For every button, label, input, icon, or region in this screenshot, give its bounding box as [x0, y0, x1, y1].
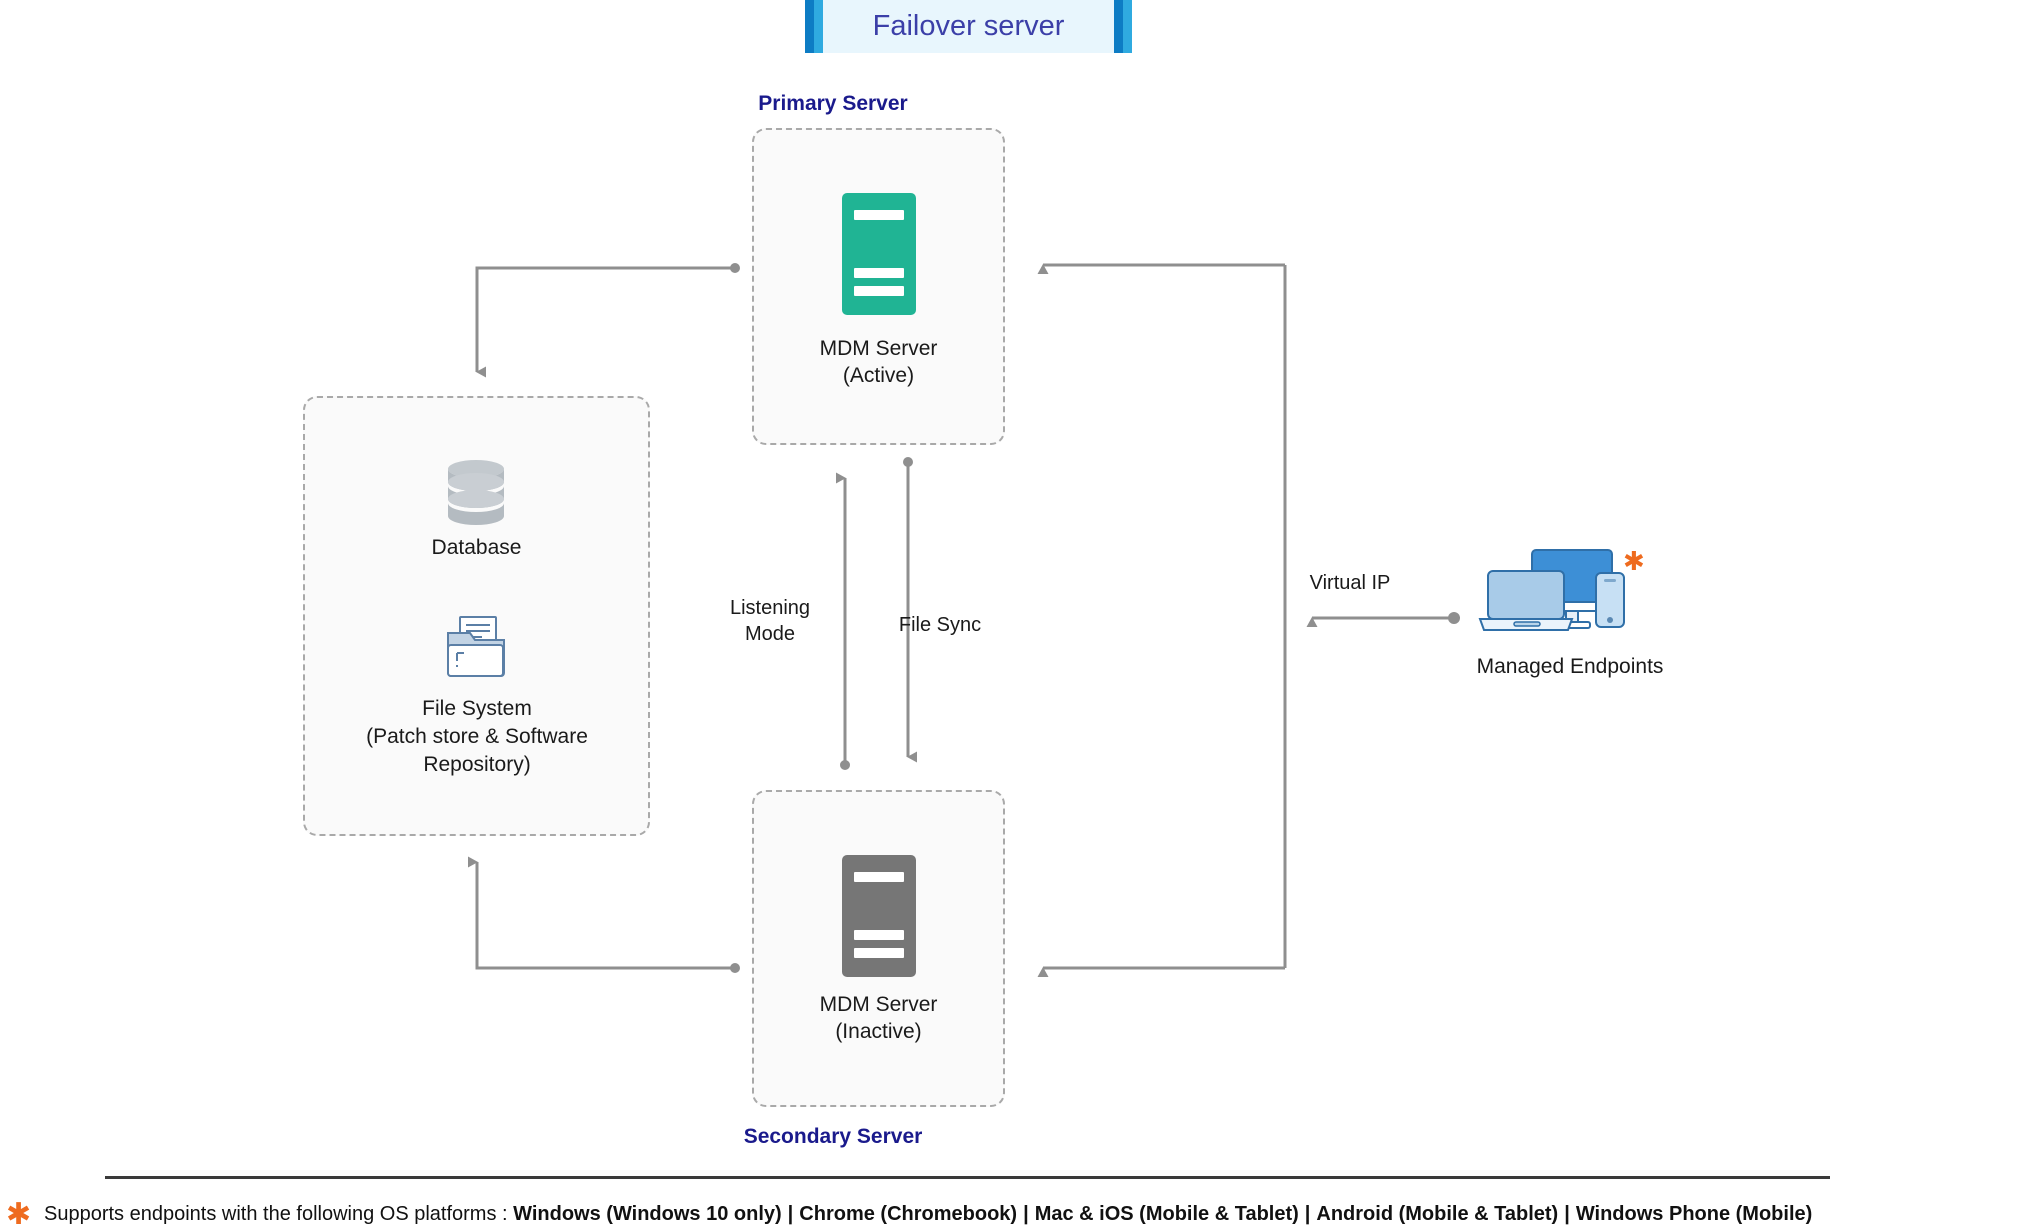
server-bar — [854, 286, 904, 296]
server-active-caption-line1: MDM Server — [819, 337, 938, 360]
file-system-caption-line2: (Patch store & Software — [366, 725, 588, 748]
banner-accent-right — [1114, 0, 1132, 53]
file-system-caption-line3: Repository) — [423, 753, 531, 776]
devices-icon — [1478, 549, 1625, 631]
server-active-caption-line2: (Active) — [842, 364, 915, 387]
managed-endpoints-caption: Managed Endpoints — [1476, 655, 1664, 678]
footer-platform-item: Chrome (Chromebook) — [799, 1203, 1018, 1225]
footer-asterisk-icon: ✱ — [6, 1198, 32, 1225]
server-inactive-caption-line2: (Inactive) — [835, 1020, 922, 1043]
server-inactive-caption-line1: MDM Server — [819, 993, 938, 1016]
server-active-caption: MDM Server (Active) — [752, 335, 1005, 389]
footer-platform-item: Mac & iOS (Mobile & Tablet) — [1034, 1203, 1299, 1225]
accent-bar-dark — [1114, 0, 1123, 53]
secondary-server-label: Secondary Server — [743, 1125, 923, 1148]
file-sync-label: File Sync — [898, 614, 982, 636]
footer-lead-text: Supports endpoints with the following OS… — [44, 1203, 514, 1225]
server-bar — [854, 268, 904, 278]
footer-platform-list: Windows (Windows 10 only)|Chrome (Chrome… — [513, 1203, 1812, 1225]
footer-platform-item: Windows Phone (Mobile) — [1575, 1203, 1813, 1225]
asterisk-icon: ✱ — [1623, 546, 1645, 576]
accent-bar-light — [814, 0, 823, 53]
footer-separator: | — [1304, 1203, 1311, 1225]
accent-bar-dark — [805, 0, 814, 53]
footer-separator: | — [787, 1203, 794, 1225]
database-caption: Database — [431, 536, 522, 559]
edge-virtual-ip — [1306, 612, 1460, 627]
footer-platform-item: Android (Mobile & Tablet) — [1316, 1203, 1559, 1225]
edge-primary-to-storage — [475, 263, 740, 378]
footer-separator: | — [1023, 1203, 1029, 1225]
file-system-caption-line1: File System — [422, 697, 532, 720]
failover-banner — [805, 0, 1132, 53]
edge-file-sync — [903, 457, 917, 763]
edge-secondary-to-storage — [468, 856, 740, 973]
primary-server-box — [752, 128, 1005, 445]
folder-document-icon — [447, 616, 505, 677]
footer-separator: | — [1564, 1203, 1570, 1225]
listening-mode-label-line2: Mode — [744, 623, 796, 645]
failover-banner-title: Failover server — [872, 10, 1065, 42]
primary-server-label: Primary Server — [758, 92, 908, 115]
file-system-caption: File System (Patch store & Software Repo… — [290, 695, 664, 779]
server-rack-icon-inactive — [842, 855, 916, 977]
server-rack-icon-active — [842, 193, 916, 315]
database-cylinder-icon — [448, 460, 504, 525]
footer-platform-item: Windows (Windows 10 only) — [513, 1203, 782, 1225]
server-bar — [854, 930, 904, 940]
listening-mode-label: Listening Mode — [700, 595, 840, 647]
server-inactive-caption: MDM Server (Inactive) — [752, 991, 1005, 1045]
edge-virtual-ip-trunk — [1037, 263, 1287, 977]
accent-bar-light — [1123, 0, 1132, 53]
virtual-ip-label: Virtual IP — [1309, 572, 1391, 594]
banner-accent-left — [805, 0, 823, 53]
server-bar — [854, 210, 904, 220]
server-bar — [854, 872, 904, 882]
footer-divider — [105, 1176, 1830, 1179]
listening-mode-label-line1: Listening — [729, 597, 811, 619]
edge-listening-mode — [836, 472, 850, 770]
server-bar — [854, 948, 904, 958]
footer-note: Supports endpoints with the following OS… — [44, 1203, 1812, 1225]
